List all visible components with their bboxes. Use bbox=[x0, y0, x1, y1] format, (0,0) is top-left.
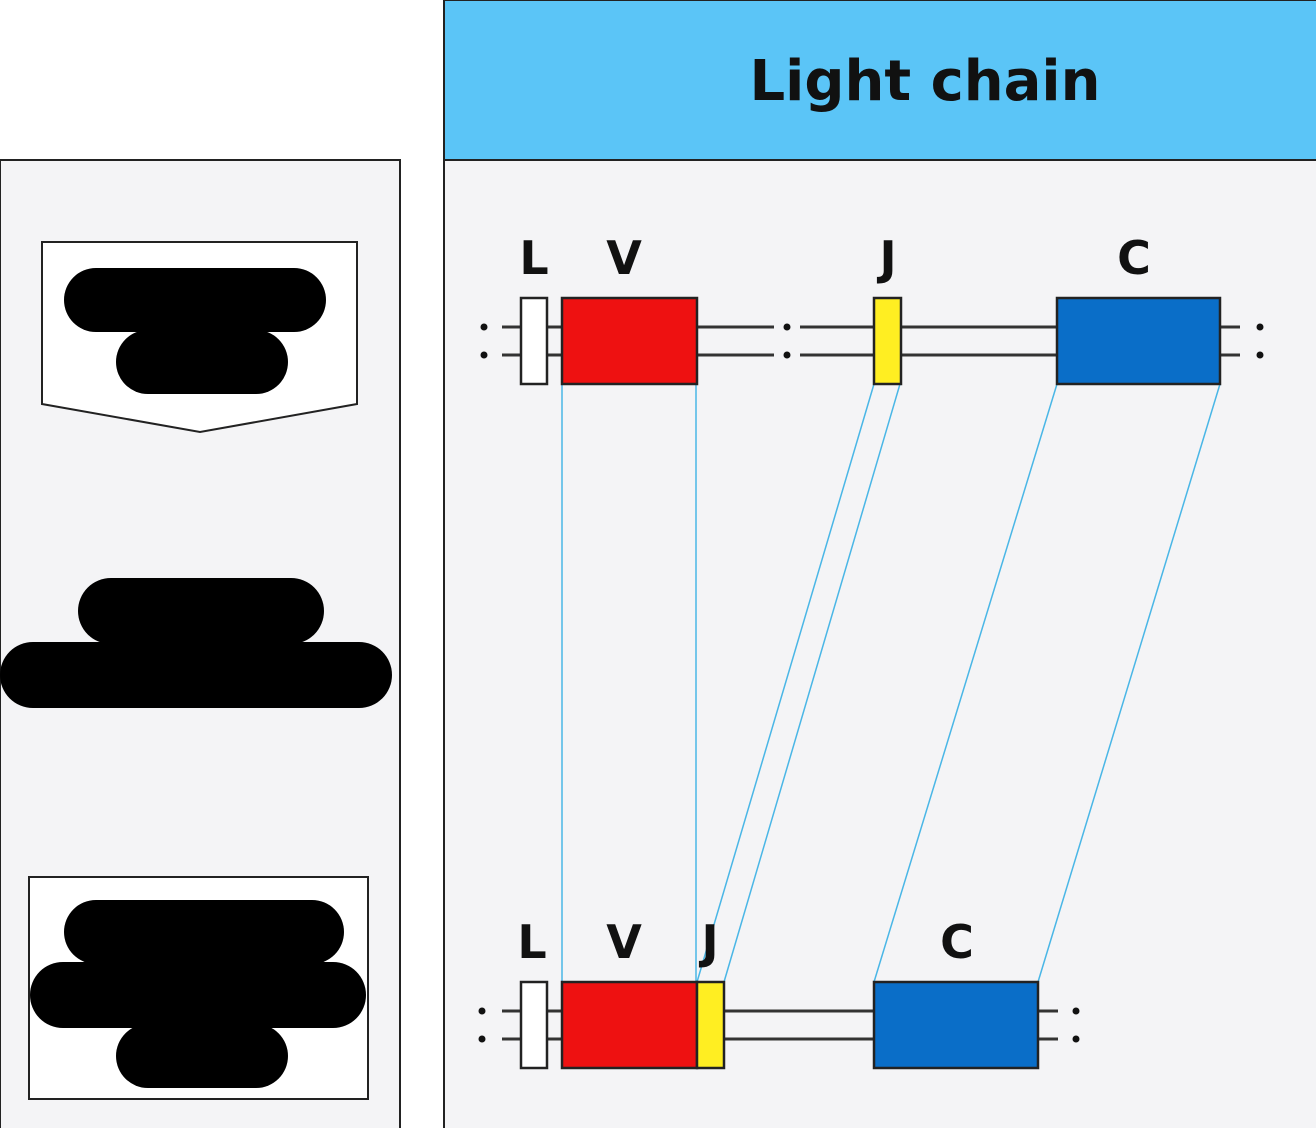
redaction-block bbox=[64, 900, 344, 964]
mapping-line-j-right bbox=[723, 383, 901, 983]
germline-label-J: J bbox=[876, 231, 896, 285]
redaction-block bbox=[116, 1024, 288, 1088]
mapping-line-c-left bbox=[873, 383, 1058, 983]
rearranged-segment-V bbox=[560, 980, 699, 1070]
rearranged-dna-lines bbox=[502, 1009, 1058, 1041]
rearranged-strand: L V J C bbox=[478, 915, 1080, 1070]
light-chain-panel: Light chain bbox=[443, 0, 1316, 1128]
redaction-block bbox=[64, 268, 326, 332]
mapping-line-j-left bbox=[696, 383, 875, 983]
step-1-redaction bbox=[64, 268, 326, 394]
germline-label-C: C bbox=[1117, 231, 1151, 285]
germline-break-dots bbox=[480, 323, 1264, 359]
title-bar bbox=[443, 0, 1316, 161]
panel-title: Light chain bbox=[749, 49, 1100, 114]
redaction-block bbox=[116, 330, 288, 394]
germline-label-V: V bbox=[606, 231, 642, 285]
germline-segment-C bbox=[1055, 296, 1222, 386]
step-panel bbox=[0, 159, 401, 1128]
germline-segment-V bbox=[560, 296, 699, 386]
germline-strand: L V J C bbox=[480, 231, 1264, 386]
redaction-block bbox=[0, 642, 392, 708]
rearranged-segment-C bbox=[872, 980, 1040, 1070]
mapping-lines bbox=[561, 383, 1221, 983]
redaction-block bbox=[78, 578, 324, 644]
rearranged-label-V: V bbox=[606, 915, 642, 969]
germline-segment-J bbox=[872, 296, 903, 386]
redaction-block bbox=[30, 962, 366, 1028]
panel-frame bbox=[443, 0, 1316, 1128]
step-3-redaction bbox=[30, 900, 366, 1088]
rearranged-break-dots bbox=[478, 1007, 1080, 1043]
rearranged-label-L: L bbox=[517, 915, 546, 969]
step-2-redaction bbox=[0, 578, 392, 708]
rearranged-label-J: J bbox=[698, 915, 718, 969]
germline-dna-lines bbox=[502, 325, 1240, 357]
mapping-line-c-right bbox=[1037, 383, 1221, 983]
rearranged-segment-J bbox=[695, 980, 726, 1070]
germline-label-L: L bbox=[519, 231, 548, 285]
germline-segment-L bbox=[519, 296, 549, 386]
rearranged-segment-L bbox=[519, 980, 549, 1070]
rearranged-label-C: C bbox=[940, 915, 974, 969]
